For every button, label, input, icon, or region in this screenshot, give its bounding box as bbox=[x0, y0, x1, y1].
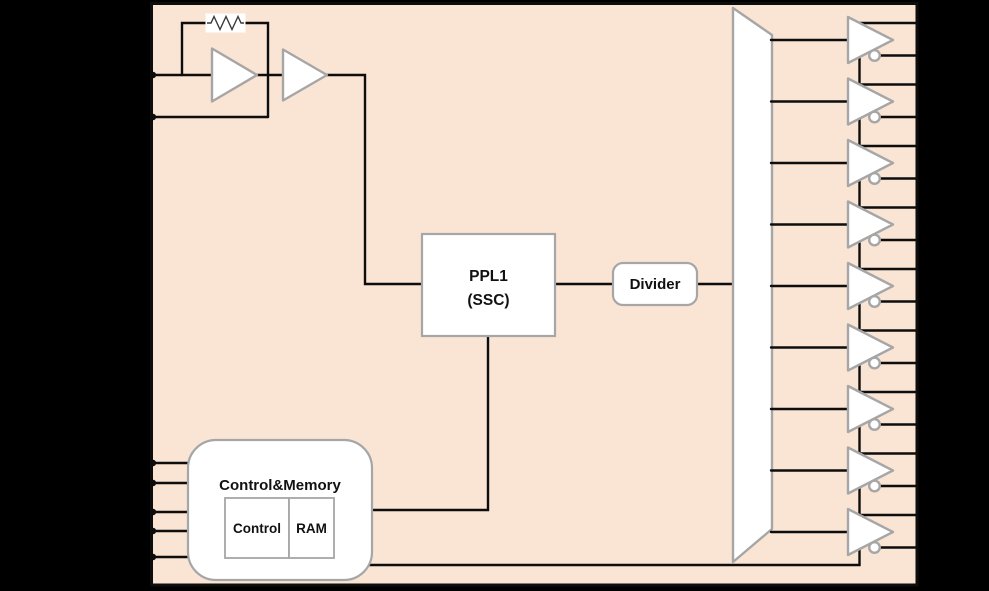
output-buffer bbox=[769, 446, 918, 495]
wire-pll-to-control bbox=[370, 334, 490, 512]
output-buffer bbox=[769, 261, 918, 311]
pin-dot-control-input bbox=[149, 553, 157, 561]
inversion-bubble-icon bbox=[868, 171, 882, 185]
pin-dot-xtal-in bbox=[149, 71, 157, 79]
wire-osc-to-pll bbox=[325, 73, 424, 286]
pin-dot-xtal-out bbox=[149, 113, 157, 121]
pin-dot-control-input bbox=[149, 459, 157, 467]
output-buffer bbox=[769, 384, 918, 434]
pin-dot-control-input bbox=[149, 479, 157, 487]
inversion-bubble-icon bbox=[868, 541, 882, 555]
pll-label-line2: (SSC) bbox=[467, 292, 509, 309]
pin-dot-control-input bbox=[149, 527, 157, 535]
inversion-bubble-icon bbox=[868, 356, 882, 370]
inversion-bubble-icon bbox=[868, 49, 882, 63]
control-subblock bbox=[224, 497, 290, 559]
output-buffer bbox=[769, 138, 918, 188]
oscillator-buffer-icon bbox=[281, 48, 329, 102]
control-memory-title: Control&Memory bbox=[219, 477, 341, 494]
output-buffer bbox=[769, 15, 918, 65]
output-buffers bbox=[769, 15, 918, 557]
pin-dot-control-input bbox=[149, 508, 157, 516]
wire-feedback-right bbox=[242, 21, 270, 119]
inversion-bubble-icon bbox=[868, 110, 882, 124]
wire-feedback-left bbox=[180, 21, 209, 77]
output-buffer bbox=[769, 77, 918, 126]
wires-layer bbox=[149, 21, 861, 567]
oscillator-section bbox=[205, 13, 329, 103]
wire-control-chain bbox=[366, 21, 861, 567]
inversion-bubble-icon bbox=[868, 418, 882, 432]
pll-block: PPL1 (SSC) bbox=[420, 232, 557, 338]
output-buffer bbox=[769, 507, 918, 557]
control-memory-block: Control&Memory Control RAM bbox=[186, 438, 374, 582]
output-buffer bbox=[769, 200, 918, 249]
ram-subblock-label: RAM bbox=[296, 521, 327, 536]
inversion-bubble-icon bbox=[868, 479, 882, 493]
control-input-pins bbox=[149, 459, 191, 561]
mux-trapezoid bbox=[731, 6, 774, 564]
control-subblock-label: Control bbox=[233, 521, 281, 536]
ram-subblock bbox=[288, 497, 335, 559]
divider-box bbox=[611, 261, 699, 307]
divider-label: Divider bbox=[630, 276, 681, 293]
oscillator-amp-icon bbox=[210, 47, 259, 103]
output-buffer bbox=[769, 323, 918, 372]
resistor-icon bbox=[207, 14, 244, 32]
pll-label-line1: PPL1 bbox=[469, 268, 508, 285]
divider-block: Divider bbox=[611, 261, 699, 307]
pll-box bbox=[420, 232, 557, 338]
inversion-bubble-icon bbox=[868, 233, 882, 247]
inversion-bubble-icon bbox=[868, 295, 882, 309]
